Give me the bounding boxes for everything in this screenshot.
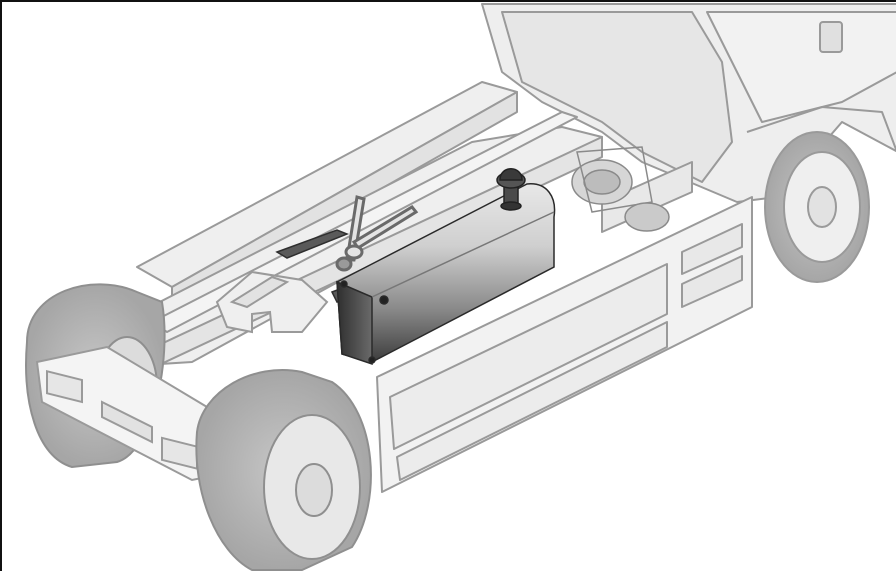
fifth-wheel-coupling <box>215 270 329 334</box>
filler-cap <box>496 168 526 211</box>
front-wheel <box>764 131 870 283</box>
rear-wheel-right <box>195 369 372 571</box>
hydraulic-tank <box>336 183 556 366</box>
side-fairing <box>376 161 753 493</box>
engine-component <box>571 146 670 232</box>
control-levers <box>335 195 419 272</box>
